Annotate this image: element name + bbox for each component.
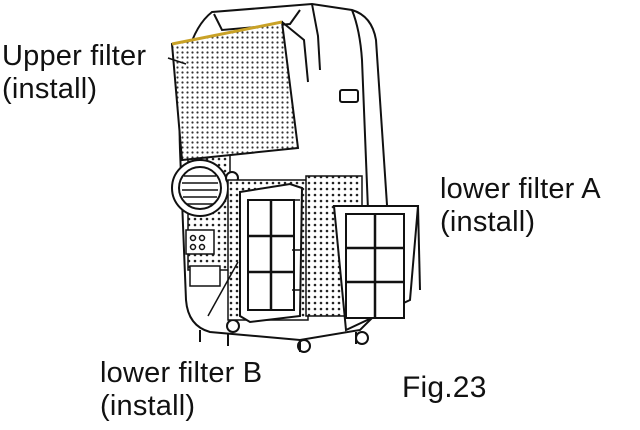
upper-filter-leader <box>167 57 187 65</box>
upper-filter-action: (install) <box>2 73 98 105</box>
lower-filter-a-name: lower filter A <box>440 173 601 205</box>
lower-filter-b <box>239 182 304 324</box>
leader-lines <box>167 57 239 317</box>
lower-filter-b-leader <box>207 261 239 317</box>
fan-vent <box>171 159 239 217</box>
lower-filter-a-action: (install) <box>440 206 536 238</box>
lower-filter-b-label: lower filter B (install) <box>100 357 262 423</box>
control-panel <box>185 229 221 287</box>
lower-filter-b-name: lower filter B <box>100 357 263 389</box>
figure-caption: Fig.23 <box>402 371 487 404</box>
lower-filter-a <box>332 205 421 332</box>
lower-filter-a-label: lower filter A (install) <box>440 173 601 239</box>
upper-filter-label: Upper filter (install) <box>2 40 146 106</box>
upper-filter <box>170 20 309 162</box>
upper-filter-name: Upper filter <box>2 40 147 72</box>
lower-filter-b-action: (install) <box>100 390 196 422</box>
